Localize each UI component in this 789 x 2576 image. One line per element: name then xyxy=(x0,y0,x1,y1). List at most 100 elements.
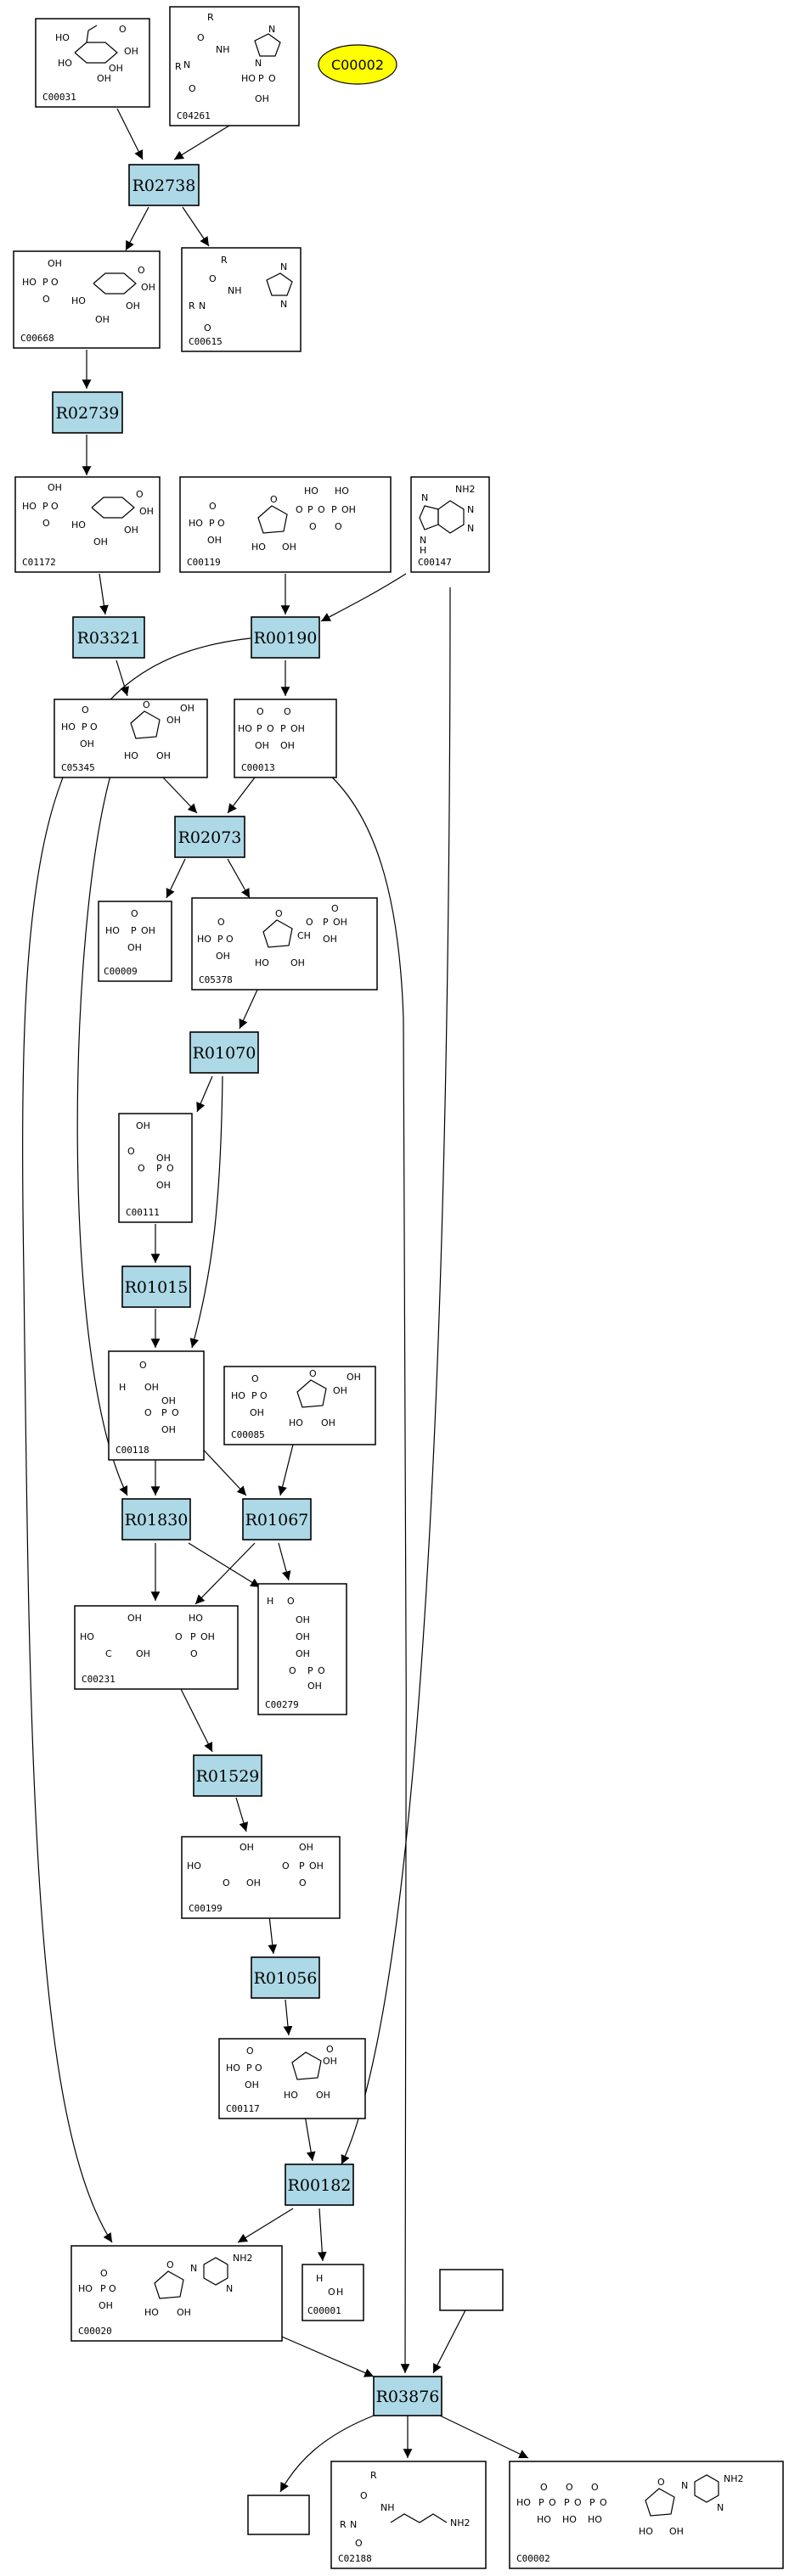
svg-text:R02738: R02738 xyxy=(132,177,196,195)
svg-text:O: O xyxy=(143,699,150,710)
svg-text:HO: HO xyxy=(226,2062,240,2074)
svg-text:OH: OH xyxy=(255,740,269,751)
compound-unlabeled-bottom[interactable] xyxy=(247,2495,310,2535)
reaction-R01529[interactable]: R01529 xyxy=(193,1754,262,1797)
svg-text:C01172: C01172 xyxy=(22,557,56,568)
svg-text:H: H xyxy=(316,2273,323,2284)
compound-unlabeled-top[interactable] xyxy=(439,2269,504,2311)
svg-text:N: N xyxy=(226,2283,233,2294)
reaction-R02073[interactable]: R02073 xyxy=(174,816,245,858)
svg-text:P: P xyxy=(307,1665,313,1676)
svg-text:N: N xyxy=(268,24,275,35)
highlight-compound-C00002[interactable]: C00002 xyxy=(318,44,397,85)
svg-text:O: O xyxy=(139,1360,147,1371)
svg-text:P: P xyxy=(258,73,264,84)
svg-text:O: O xyxy=(360,2490,368,2501)
svg-text:NH: NH xyxy=(228,285,242,296)
reaction-R01830[interactable]: R01830 xyxy=(121,1498,191,1541)
svg-text:HO: HO xyxy=(335,485,349,497)
svg-text:HO: HO xyxy=(144,2307,159,2318)
reaction-R01067[interactable]: R01067 xyxy=(242,1498,312,1541)
svg-text:R01830: R01830 xyxy=(125,1511,189,1529)
svg-text:O: O xyxy=(296,504,303,515)
reaction-R01070[interactable]: R01070 xyxy=(189,1031,259,1074)
svg-text:HO: HO xyxy=(537,2514,551,2525)
svg-text:HO: HO xyxy=(562,2514,577,2525)
svg-text:N: N xyxy=(717,2502,724,2513)
reaction-R00182[interactable]: R00182 xyxy=(285,2164,354,2206)
svg-text:O: O xyxy=(144,1407,152,1418)
svg-text:OH: OH xyxy=(141,925,155,936)
svg-text:OH: OH xyxy=(124,525,138,536)
svg-text:P: P xyxy=(161,1407,167,1418)
svg-text:O: O xyxy=(119,24,127,35)
svg-text:CH: CH xyxy=(297,930,311,941)
svg-text:OH: OH xyxy=(80,738,94,749)
svg-text:O: O xyxy=(109,2283,116,2294)
svg-text:P: P xyxy=(42,501,48,512)
svg-text:OH: OH xyxy=(250,1407,264,1418)
reaction-R01056[interactable]: R01056 xyxy=(251,1956,320,1999)
edge xyxy=(76,775,128,1496)
svg-text:N: N xyxy=(350,2519,357,2530)
edge xyxy=(283,1999,293,2036)
svg-text:O: O xyxy=(190,1648,198,1659)
svg-text:HO: HO xyxy=(58,58,72,69)
svg-text:HO: HO xyxy=(241,73,256,84)
compound-C00147[interactable]: NH2 NNN NH C00147 xyxy=(410,476,490,573)
reaction-R00190[interactable]: R00190 xyxy=(251,616,320,659)
reaction-R02738[interactable]: R02738 xyxy=(128,164,200,206)
svg-text:O: O xyxy=(318,504,325,515)
svg-text:O: O xyxy=(355,2538,363,2549)
svg-text:O: O xyxy=(136,489,144,500)
edge xyxy=(237,2208,294,2243)
svg-text:O: O xyxy=(197,32,205,43)
svg-text:P: P xyxy=(538,2497,544,2508)
svg-text:C00031: C00031 xyxy=(42,92,76,103)
svg-text:C00118: C00118 xyxy=(116,1445,149,1456)
svg-text:OH: OH xyxy=(347,1372,361,1383)
edge xyxy=(439,2415,529,2459)
svg-text:HO: HO xyxy=(516,2497,531,2508)
svg-text:R00190: R00190 xyxy=(254,629,318,648)
reaction-R03321[interactable]: R03321 xyxy=(72,616,145,659)
reaction-R03876[interactable]: R03876 xyxy=(373,2376,442,2416)
reaction-R02739[interactable]: R02739 xyxy=(52,391,123,434)
svg-text:C00009: C00009 xyxy=(104,966,138,977)
svg-text:C00668: C00668 xyxy=(20,333,54,344)
svg-text:HO: HO xyxy=(289,1417,303,1428)
highlight-label: C00002 xyxy=(331,57,384,73)
svg-text:P: P xyxy=(42,277,48,288)
reaction-R01015[interactable]: R01015 xyxy=(121,1266,191,1308)
svg-text:NH: NH xyxy=(380,2502,395,2513)
svg-text:OH: OH xyxy=(48,258,62,269)
svg-text:OH: OH xyxy=(156,1153,171,1164)
edge xyxy=(239,987,259,1030)
svg-text:O: O xyxy=(328,2287,335,2298)
svg-text:C00199: C00199 xyxy=(189,1903,223,1914)
